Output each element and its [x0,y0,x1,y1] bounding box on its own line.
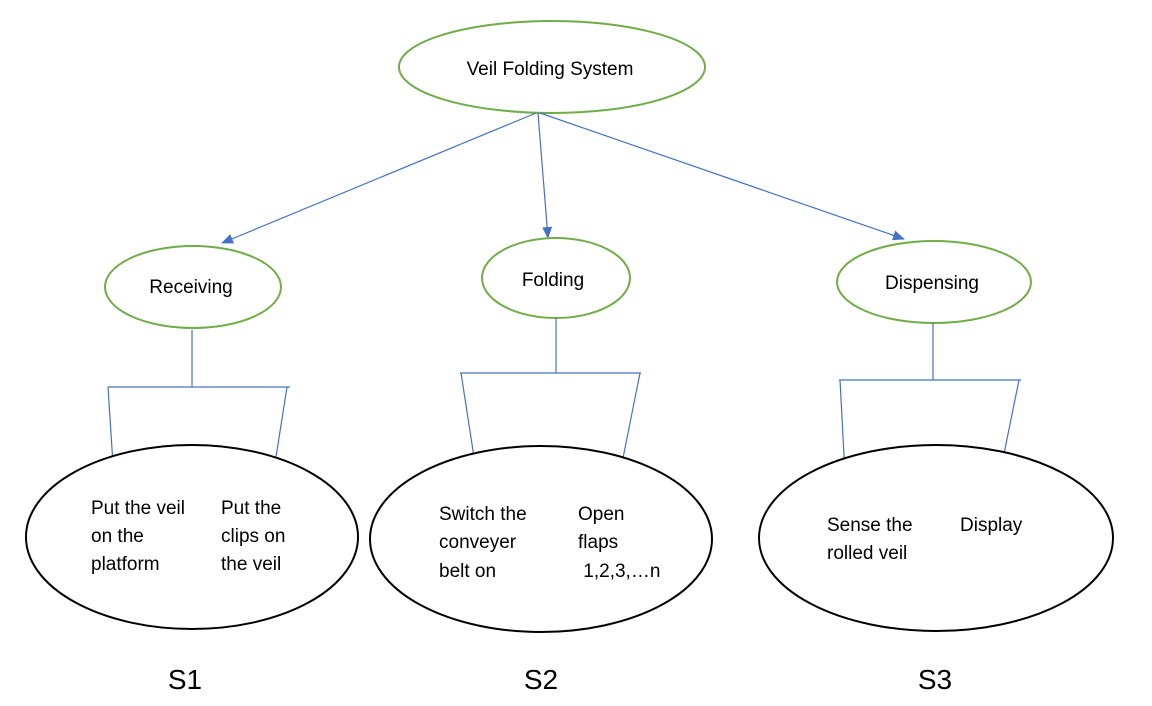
dispensing-task-2-text: Display [960,515,1023,536]
step-label-s2: S2 [524,664,558,695]
root-node: Veil Folding System [398,20,706,114]
folding-task-1-text: Switch the conveyer belt on [439,504,532,582]
text-line: the veil [221,554,281,575]
stage-dispensing-label: Dispensing [885,273,979,294]
text-line: Put the veil [91,498,185,519]
root-label: Veil Folding System [467,59,634,80]
arrow-root-to-dispensing [539,112,905,241]
folding-task-2-text: Open flaps 1,2,3,…n [578,504,660,582]
text-line: clips on [221,526,285,547]
text-line: 1,2,3,…n [578,561,660,582]
text-line: belt on [439,561,496,582]
text-line: Switch the [439,504,527,525]
text-line: Open [578,504,624,525]
text-line: on the [91,526,144,547]
step-label-s1: S1 [168,664,202,695]
arrow-root-to-receiving [221,112,537,244]
root-connectors [221,112,905,244]
receiving-task-1-text: Put the veil on the platform [91,498,190,575]
stage-receiving-ellipse [104,245,282,329]
stage-dispensing-ellipse [836,240,1032,324]
dispensing-task-1-text: Sense the rolled veil [827,515,918,564]
folding-tasks-ellipse [369,445,713,633]
text-line: flaps [578,532,618,553]
text-line: Put the [221,498,281,519]
text-line: Display [960,515,1023,536]
text-line: rolled veil [827,543,907,564]
stage-folding: Folding Switch the conveyer belt on Open… [369,237,713,695]
text-line: conveyer [439,532,517,553]
receiving-tasks-ellipse [25,444,359,630]
step-label-s3: S3 [918,664,952,695]
receiving-task-2-text: Put the clips on the veil [221,498,291,575]
dispensing-tasks-ellipse [758,444,1114,632]
stage-dispensing: Dispensing Sense the rolled veil Display… [758,240,1114,695]
stage-folding-label: Folding [522,270,584,291]
stage-receiving-label: Receiving [149,277,232,298]
text-line: Sense the [827,515,913,536]
arrow-root-to-folding [537,112,553,239]
root-ellipse [398,20,706,114]
stage-receiving: Receiving Put the veil on the platform P… [25,245,359,695]
text-line: platform [91,554,160,575]
